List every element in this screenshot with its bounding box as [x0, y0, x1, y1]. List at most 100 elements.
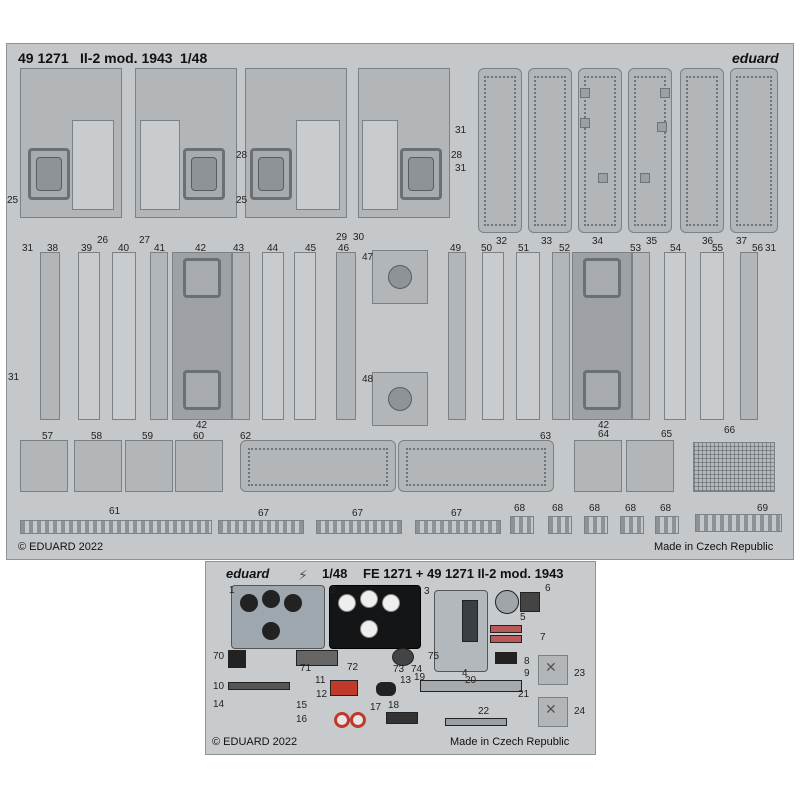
- part-label: 47: [362, 252, 374, 263]
- part-label: 68: [660, 503, 672, 514]
- part-17-ring-icon: [334, 712, 350, 728]
- part-label: 44: [267, 243, 279, 254]
- part-18-icon: [386, 712, 418, 724]
- part-label: 13: [400, 675, 412, 686]
- part-label: 31: [455, 125, 467, 136]
- part-44-strip: [262, 252, 284, 420]
- gauge-icon: [262, 622, 280, 640]
- part-label: 43: [233, 243, 245, 254]
- part-33-rivets: [534, 76, 566, 226]
- part-46-strip: [336, 252, 356, 420]
- part-56-strip: [740, 252, 758, 420]
- part-label: 23: [574, 668, 586, 679]
- part-67-strip-b: [316, 520, 402, 534]
- part-68-c: [584, 516, 608, 534]
- part-69-strip: [695, 514, 782, 532]
- part-label: 27: [139, 235, 151, 246]
- part-48-hole: [388, 387, 412, 411]
- part-label: 42: [196, 420, 208, 431]
- small-origin-text: Made in Czech Republic: [450, 736, 570, 748]
- part-label: 64: [598, 429, 610, 440]
- part-label: 19: [414, 672, 426, 683]
- part-73-74-icon: [392, 648, 414, 666]
- part-37-rivets: [736, 76, 772, 226]
- part-label: 48: [362, 374, 374, 385]
- copyright-text: © EDUARD 2022: [18, 541, 104, 553]
- part-52-strip: [552, 252, 570, 420]
- part-label: 53: [630, 243, 642, 254]
- part-54-strip: [664, 252, 686, 420]
- part-label: 30: [353, 232, 365, 243]
- part-70-icon: [228, 650, 246, 668]
- zoom-logo-icon: ⚡: [298, 567, 308, 583]
- part-label: 51: [518, 243, 530, 254]
- hatch-detail: [580, 118, 590, 128]
- part-label: 67: [352, 508, 364, 519]
- hatch-detail: [598, 173, 608, 183]
- part-label: 52: [559, 243, 571, 254]
- part-label: 65: [661, 429, 673, 440]
- part-label: 14: [213, 699, 225, 710]
- part-3-side-console: [434, 590, 488, 672]
- part-26-door: [72, 120, 114, 210]
- part-label: 31: [8, 372, 20, 383]
- part-label: 45: [305, 243, 317, 254]
- part-label: 62: [240, 431, 252, 442]
- part-8-icon: [495, 652, 517, 664]
- part-51-strip: [516, 252, 540, 420]
- part-label: 34: [592, 236, 604, 247]
- part-label: 54: [670, 243, 682, 254]
- part-27-window: [191, 157, 217, 191]
- gauge-icon: [284, 594, 302, 612]
- part-10-icon: [228, 682, 290, 690]
- part-label: 61: [109, 506, 121, 517]
- part-label: 46: [338, 243, 350, 254]
- part-label: 10: [213, 681, 225, 692]
- part-25-window: [36, 157, 62, 191]
- part-32-rivets: [484, 76, 516, 226]
- part-50-strip: [482, 252, 504, 420]
- part-22-icon: [445, 718, 507, 726]
- part-55-strip: [700, 252, 724, 420]
- part-label: 15: [296, 700, 308, 711]
- gauge-icon: [240, 594, 258, 612]
- part-label: 29: [336, 232, 348, 243]
- part-label: 7: [540, 632, 546, 643]
- part-label: 9: [524, 668, 530, 679]
- part-label: 17: [370, 702, 382, 713]
- small-fret-title: FE 1271 + 49 1271 Il-2 mod. 1943: [363, 566, 564, 581]
- part-label: 11: [315, 675, 326, 686]
- part-label: 70: [213, 651, 225, 662]
- part-24-plate: [538, 697, 568, 727]
- part-label: 31: [455, 163, 467, 174]
- fret-title-part-number: 49 1271: [18, 50, 69, 66]
- part-39-strip: [78, 252, 100, 420]
- part-label: 56: [752, 243, 764, 254]
- part-40-strip: [112, 252, 136, 420]
- part-label: 20: [465, 675, 477, 686]
- part-67-strip-a: [218, 520, 304, 534]
- part-68-e: [655, 516, 679, 534]
- lever-icon: [462, 600, 478, 642]
- hatch-detail: [580, 88, 590, 98]
- part-42-ring-bottom: [183, 370, 221, 410]
- part-label: 21: [518, 689, 530, 700]
- part-label: 57: [42, 431, 54, 442]
- part-label: 33: [541, 236, 553, 247]
- part-64-panel: [574, 440, 622, 492]
- part-label: 6: [545, 583, 551, 594]
- part-label: 28: [236, 150, 248, 161]
- part-63-rivets: [406, 448, 546, 486]
- part-41-strip: [150, 252, 168, 420]
- part-label: 50: [481, 243, 493, 254]
- small-copyright-text: © EDUARD 2022: [212, 736, 298, 748]
- part-36-rivets: [686, 76, 718, 226]
- red-strip-icon: [490, 635, 522, 643]
- part-label: 3: [424, 586, 430, 597]
- fret-title-model: Il-2 mod. 1943: [80, 50, 173, 66]
- part-label: 63: [540, 431, 552, 442]
- part-label: 18: [388, 700, 400, 711]
- part-label: 66: [724, 425, 736, 436]
- part-label: 55: [712, 243, 724, 254]
- dial-part-5-icon: [495, 590, 519, 614]
